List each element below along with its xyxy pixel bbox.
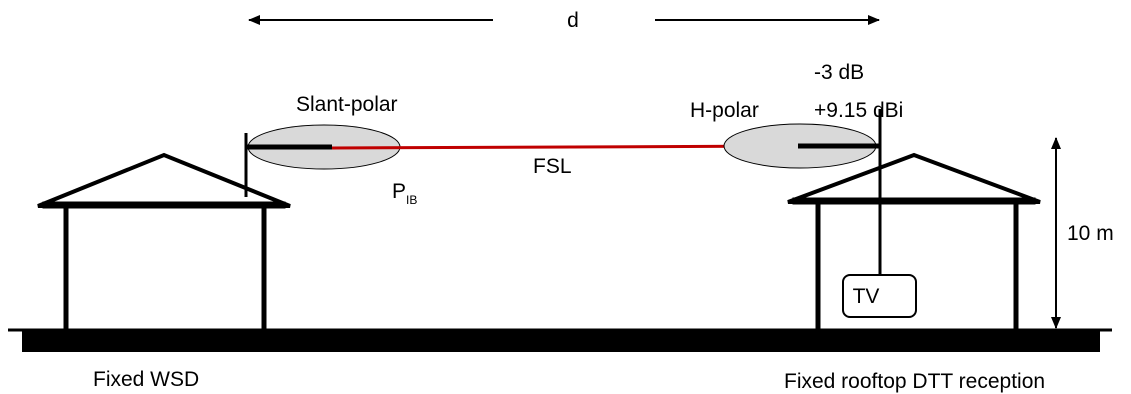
tv-label: TV [853, 285, 880, 308]
rx-loss-label: -3 dB [814, 61, 864, 84]
tv-box [842, 274, 917, 318]
wsd-site-label: Fixed WSD [93, 368, 199, 391]
slant-polar-label: Slant-polar [296, 93, 398, 116]
distance-label: d [567, 9, 579, 32]
wsd-roof [37, 152, 291, 208]
power-main: P [392, 180, 406, 203]
h-polar-label: H-polar [690, 99, 759, 122]
dtt-house [787, 152, 1041, 333]
wsd-house [37, 152, 291, 333]
height-label: 10 m [1067, 222, 1114, 245]
rx-gain-label: +9.15 dBi [814, 99, 903, 122]
power-subscript: IB [406, 193, 417, 207]
ground-slab [22, 330, 1100, 352]
fsl-link-line [331, 144, 799, 150]
dtt-site-label: Fixed rooftop DTT reception [784, 370, 1045, 393]
power-label: PIB [392, 180, 417, 207]
fsl-label: FSL [533, 155, 572, 178]
